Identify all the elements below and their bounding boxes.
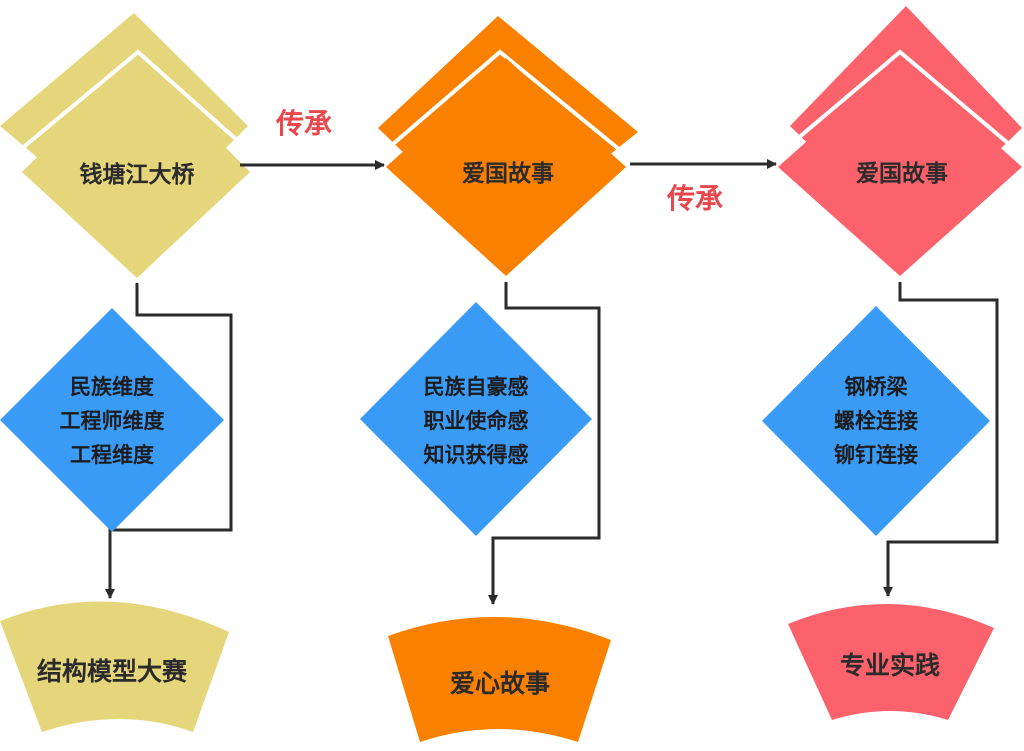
title-label-1: 钱塘江大桥 [79, 162, 195, 188]
title-label-2: 爱国故事 [462, 161, 554, 187]
result-label-2: 爱心故事 [449, 669, 550, 698]
aspect-label-2-2: 职业使命感 [423, 408, 529, 433]
aspect-label-2-3: 知识获得感 [423, 442, 529, 467]
connector-label-1: 传承 [276, 107, 333, 140]
aspect-label-3-2: 螺栓连接 [834, 408, 918, 433]
title-diamond-1 [0, 13, 250, 278]
connector-col-3 [883, 282, 999, 597]
aspect-diamond-3 [762, 306, 990, 536]
result-label-3: 专业实践 [839, 651, 940, 680]
aspect-label-1-3: 工程维度 [70, 442, 154, 467]
connector-col-1 [105, 283, 233, 599]
title-diamond-3 [778, 6, 1022, 276]
aspect-label-2-1: 民族自豪感 [423, 374, 529, 399]
aspect-label-3-1: 钢桥梁 [844, 374, 908, 399]
connector-col-2 [488, 282, 601, 605]
result-banner-3 [788, 603, 994, 720]
aspect-diamond-2 [360, 302, 592, 536]
title-label-3: 爱国故事 [856, 161, 948, 187]
aspect-label-1-1: 民族维度 [70, 374, 154, 399]
result-label-1: 结构模型大赛 [36, 657, 187, 686]
aspect-label-3-3: 铆钉连接 [834, 442, 918, 467]
title-diamond-2 [378, 16, 638, 276]
result-banner-2 [388, 616, 611, 742]
connector-label-2: 传承 [667, 182, 724, 215]
aspect-diamond-1 [0, 308, 224, 532]
aspect-label-1-2: 工程师维度 [59, 408, 165, 433]
result-banner-1 [0, 601, 229, 732]
